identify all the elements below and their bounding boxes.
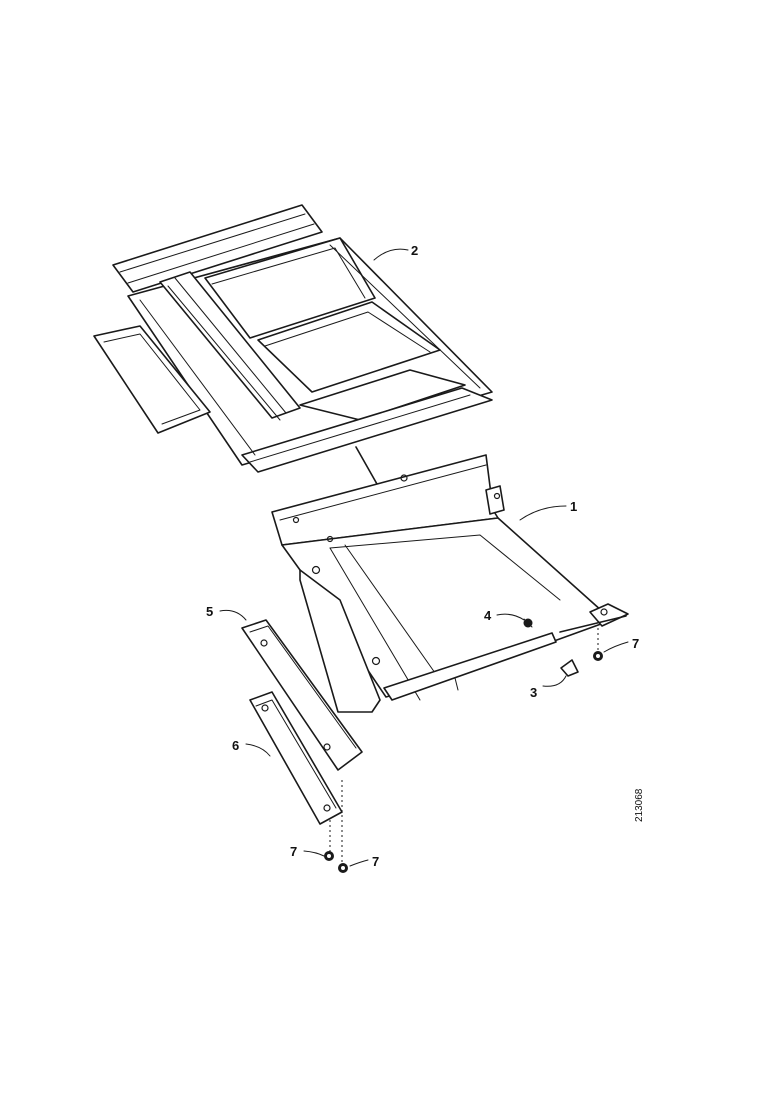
callout-7-right: 7: [632, 636, 639, 651]
callout-5: 5: [206, 604, 213, 619]
figure-reference-number: 213068: [634, 788, 645, 822]
screw-part-4: [523, 618, 533, 628]
callout-labels: 2 1 3 4 5 6 7 7 7: [206, 243, 639, 869]
leader-lines: [219, 248, 629, 867]
callout-2: 2: [411, 243, 418, 258]
callout-7-bottom: 7: [372, 854, 379, 869]
callout-3: 3: [530, 685, 537, 700]
callout-6: 6: [232, 738, 239, 753]
floor-panel-part-2: [93, 204, 493, 473]
clip-part-3: [560, 659, 579, 677]
callout-1: 1: [570, 499, 577, 514]
bracket-part-5: [241, 619, 363, 771]
nuts-part-7: [324, 628, 603, 873]
bracket-part-6: [249, 691, 343, 825]
tray-part-1: [271, 454, 629, 713]
callout-4: 4: [484, 608, 492, 623]
callout-7-left: 7: [290, 844, 297, 859]
